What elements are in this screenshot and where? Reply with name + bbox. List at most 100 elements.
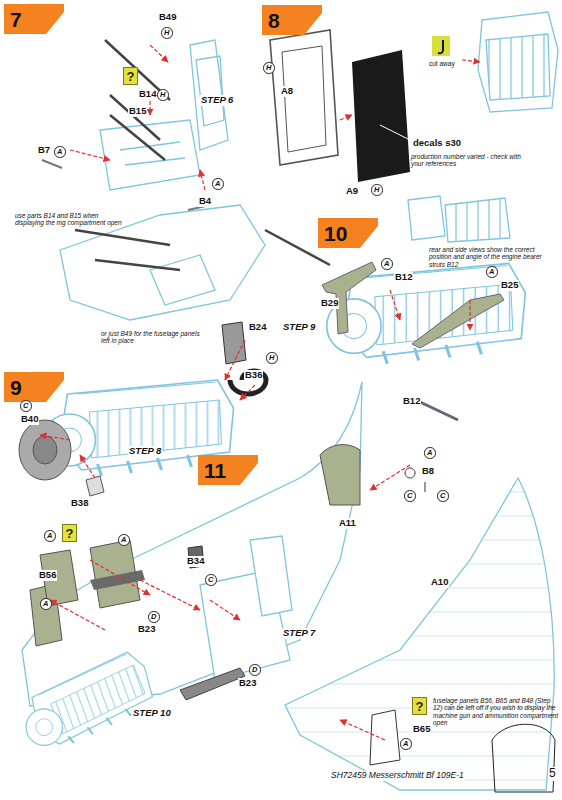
paint-code: A — [400, 738, 412, 750]
paint-code: D — [249, 664, 261, 676]
code-letter: C — [407, 492, 412, 500]
part-number: B4 — [198, 196, 212, 207]
step-number: 7 — [10, 9, 22, 30]
paint-code: A — [118, 534, 130, 546]
part-number: A8 — [280, 86, 294, 97]
part-number: B23 — [238, 678, 257, 689]
step-flag: 10 — [318, 218, 378, 248]
step-label: STEP 6 — [200, 95, 234, 106]
footer: SH72459 Messerschmitt Bf 109E-1 — [330, 771, 465, 781]
step-flag: 11 — [198, 455, 258, 485]
part-number: B24 — [248, 322, 267, 333]
step-label: STEP 7 — [282, 628, 316, 639]
code-letter: ? — [127, 70, 135, 83]
paint-code: H — [266, 352, 278, 364]
step-label: STEP 9 — [282, 322, 316, 333]
part-number: B12 — [402, 396, 421, 407]
part-number: A10 — [430, 577, 449, 588]
note: production number varied - check with yo… — [410, 153, 522, 168]
part-number: B65 — [412, 724, 431, 735]
paint-code: A — [212, 178, 224, 190]
option-box: ? — [123, 67, 138, 85]
note: use parts B14 and B15 when displaying th… — [14, 212, 126, 227]
step-number: 9 — [10, 377, 22, 398]
part-number: cut away — [428, 60, 456, 67]
part-number: B38 — [70, 498, 89, 509]
paint-code: C — [205, 574, 217, 586]
flag-fill — [198, 455, 258, 485]
part-number: B12 — [394, 272, 413, 283]
code-letter: A — [121, 536, 126, 544]
code-letter: C — [208, 576, 213, 584]
note: fuselage panels B56, B65 and B48 (Step 1… — [432, 697, 560, 727]
step-label: STEP 10 — [132, 708, 172, 719]
paint-code: H — [157, 89, 169, 101]
paint-code: A — [486, 266, 498, 278]
flag-fill — [318, 218, 378, 248]
paint-code: D — [148, 611, 160, 623]
part-number: B29 — [320, 298, 339, 309]
code-letter: A — [43, 600, 48, 608]
paint-code: H — [161, 27, 173, 39]
part-number: A11 — [338, 518, 357, 529]
code-letter: A — [384, 260, 389, 268]
paint-code: A — [424, 447, 436, 459]
flag-fill — [4, 4, 64, 34]
part-number: B25 — [500, 280, 519, 291]
code-letter: H — [164, 29, 169, 37]
option-box: ? — [412, 697, 427, 715]
code-letter: D — [252, 666, 257, 674]
option-box: ? — [62, 524, 77, 542]
code-letter: ? — [416, 700, 424, 713]
part-number: decals s30 — [412, 138, 462, 149]
paint-code: C — [20, 400, 32, 412]
part-number: A9 — [345, 186, 359, 197]
part-number: B23 — [137, 624, 156, 635]
paint-code: A — [44, 530, 56, 542]
flag-fill — [262, 5, 322, 35]
step-number: 8 — [268, 10, 280, 31]
paint-code: C — [404, 490, 416, 502]
part-number: B49 — [158, 12, 177, 23]
code-letter: H — [160, 91, 165, 99]
part-number: 5 — [548, 767, 557, 781]
code-letter: A — [489, 268, 494, 276]
code-letter: C — [440, 492, 445, 500]
paint-code: H — [371, 184, 383, 196]
code-letter: H — [269, 354, 274, 362]
paint-code: A — [54, 146, 66, 158]
step-flag: 9 — [4, 372, 64, 402]
step-number: 10 — [324, 223, 347, 244]
paint-code: A — [381, 258, 393, 270]
code-letter: H — [266, 64, 271, 72]
code-letter: A — [215, 180, 220, 188]
part-number: B40 — [20, 414, 39, 425]
code-letter: ? — [66, 527, 74, 540]
flag-fill — [4, 372, 64, 402]
step-flag: 8 — [262, 5, 322, 35]
code-letter: A — [57, 148, 62, 156]
part-number: B14 — [138, 89, 157, 100]
code-letter: A — [403, 740, 408, 748]
code-letter: H — [374, 186, 379, 194]
step-number: 11 — [204, 460, 226, 481]
note: rear and side views show the correct pos… — [428, 246, 555, 268]
code-letter: A — [427, 449, 432, 457]
code-letter: A — [47, 532, 52, 540]
part-number: B15 — [128, 106, 147, 117]
paint-code: C — [437, 490, 449, 502]
step-label: STEP 8 — [128, 446, 162, 457]
code-letter: C — [23, 402, 28, 410]
note: or just B49 for the fuselage panels left… — [100, 330, 202, 345]
part-number: B7 — [37, 145, 51, 156]
part-number: B56 — [38, 570, 57, 581]
paint-code: A — [40, 598, 52, 610]
step-flag: 7 — [4, 4, 64, 34]
part-number: B8 — [421, 466, 435, 477]
paint-code: H — [263, 62, 275, 74]
part-number: B36 — [244, 370, 263, 381]
code-letter: D — [151, 613, 156, 621]
part-number: B34 — [186, 556, 205, 567]
